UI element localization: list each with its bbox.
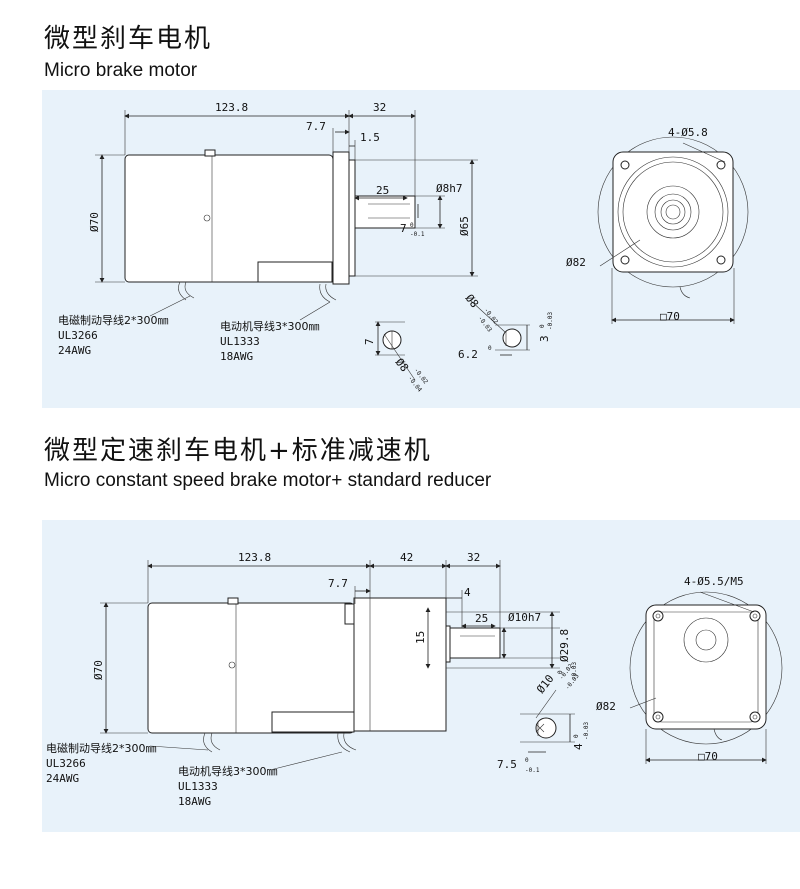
s2-front-gearbox	[645, 604, 767, 730]
s2-dim-25: 25	[475, 612, 488, 625]
s1-holes-label: 4-Ø5.8	[668, 126, 708, 139]
s2-key-detail: Ø10 -0.02 -0.03 7.5 0 -0.1 4 0 -0.03	[497, 662, 590, 774]
s2-key-7-5-tol1: 0	[525, 757, 529, 764]
s1-dim-shaft-dia: Ø8h7	[436, 182, 463, 195]
s2-dim-dia70: Ø70	[92, 660, 105, 680]
s1-key-detail: 7 Ø8 -0.02 -0.04 Ø8 -0.02 -0.03 6.2 0 3 …	[363, 292, 554, 394]
s1-side-view: 123.8 32 7.7 1.5 25 Ø8h7 7 0 -0.1 Ø70 Ø6…	[88, 101, 478, 303]
s2-motor-wire-label: 电动机导线3*300㎜	[178, 764, 278, 778]
s1-tol-m01: -0.1	[410, 231, 425, 238]
s1-key-6-2: 6.2	[458, 348, 478, 361]
s1-dim-dia82: Ø82	[566, 256, 586, 269]
s1-motor-wire-label: 电动机导线3*300㎜	[220, 319, 320, 333]
s2-dim-32: 32	[467, 551, 480, 564]
s1-dim-7: 7	[400, 222, 407, 235]
s1-dim-32: 32	[373, 101, 386, 114]
s2-front-view: 4-Ø5.5/M5 Ø82 □70	[596, 575, 783, 764]
s2-dim-4: 4	[464, 586, 471, 599]
s1-dim-square70: □70	[660, 310, 680, 323]
s2-dim-square70: □70	[698, 750, 718, 763]
s1-dim-1-5: 1.5	[360, 131, 380, 144]
s2-brake-wire-awg: 24AWG	[46, 772, 79, 785]
s2-dim-dia29-8: Ø29.8	[558, 629, 571, 662]
s1-key-3: 3	[538, 335, 551, 342]
s2-key-7-5: 7.5	[497, 758, 517, 771]
s2-dim-42: 42	[400, 551, 413, 564]
s2-gearbox	[353, 597, 447, 732]
s1-front-flange	[612, 151, 734, 273]
s2-brake-wire-ul: UL3266	[46, 757, 86, 770]
s1-key-dia8a: Ø8	[463, 292, 481, 310]
section2-title-cn: 微型定速刹车电机+标准减速机	[44, 436, 432, 466]
s1-dim-123-8: 123.8	[215, 101, 248, 114]
s1-dim-dia70: Ø70	[88, 212, 101, 232]
s2-motor-wire-ul: UL1333	[178, 780, 218, 793]
s1-terminal-box	[257, 261, 333, 283]
s1-key-6-2-tol: 0	[488, 345, 492, 352]
s1-key-dia8b: Ø8	[393, 356, 411, 374]
s1-flange	[332, 151, 350, 285]
s2-tol-0: 0	[557, 670, 564, 674]
s2-side-view: 123.8 42 32 7.7 4 25 Ø10h7 15 Ø29.8 0 -0…	[92, 551, 578, 753]
s1-key-7: 7	[363, 338, 376, 345]
s2-motor-wire-awg: 18AWG	[178, 795, 211, 808]
s2-dim-123-8: 123.8	[238, 551, 271, 564]
s2-brake-wire-label: 电磁制动导线2*300㎜	[46, 741, 157, 755]
s1-brake-wire-awg: 24AWG	[58, 344, 91, 357]
s1-brake-wire-ul: UL3266	[58, 329, 98, 342]
s1-dim-dia65: Ø65	[458, 216, 471, 236]
s1-motor-wire-awg: 18AWG	[220, 350, 253, 363]
s2-dim-15: 15	[414, 631, 427, 644]
section1-title-en: Micro brake motor	[44, 60, 198, 81]
section1-title-cn: 微型刹车电机	[44, 24, 213, 54]
s1-brake-wire-label: 电磁制动导线2*300㎜	[58, 313, 169, 327]
s2-dim-dia82: Ø82	[596, 700, 616, 713]
s1-key-3-tol2: -0.03	[547, 312, 554, 330]
s2-terminal-box	[271, 711, 355, 733]
s1-motor-wire-ul: UL1333	[220, 335, 260, 348]
s2-shaft	[449, 627, 501, 659]
s1-key-3-tol1: 0	[539, 324, 546, 328]
s2-dim-7-7: 7.7	[328, 577, 348, 590]
s2-key-4-tol1: 0	[573, 734, 580, 738]
section2-title-en: Micro constant speed brake motor+ standa…	[44, 470, 492, 491]
s1-front-view: 4-Ø5.8 Ø82 □70	[566, 126, 749, 324]
s1-brake-clip	[204, 149, 216, 157]
s2-key-4: 4	[572, 743, 585, 750]
s1-tol-0: 0	[410, 222, 414, 229]
s1-dim-25: 25	[376, 184, 389, 197]
s2-key-dia10: Ø10	[534, 672, 556, 696]
s2-dim-shaft-dia: Ø10h7	[508, 611, 541, 624]
s2-key-4-tol2: -0.03	[583, 722, 590, 740]
s2-tol-m003: -0.03	[571, 662, 578, 680]
s1-dim-7-7: 7.7	[306, 120, 326, 133]
s2-key-7-5-tol2: -0.1	[525, 767, 540, 774]
s2-holes-label: 4-Ø5.5/M5	[684, 575, 744, 588]
